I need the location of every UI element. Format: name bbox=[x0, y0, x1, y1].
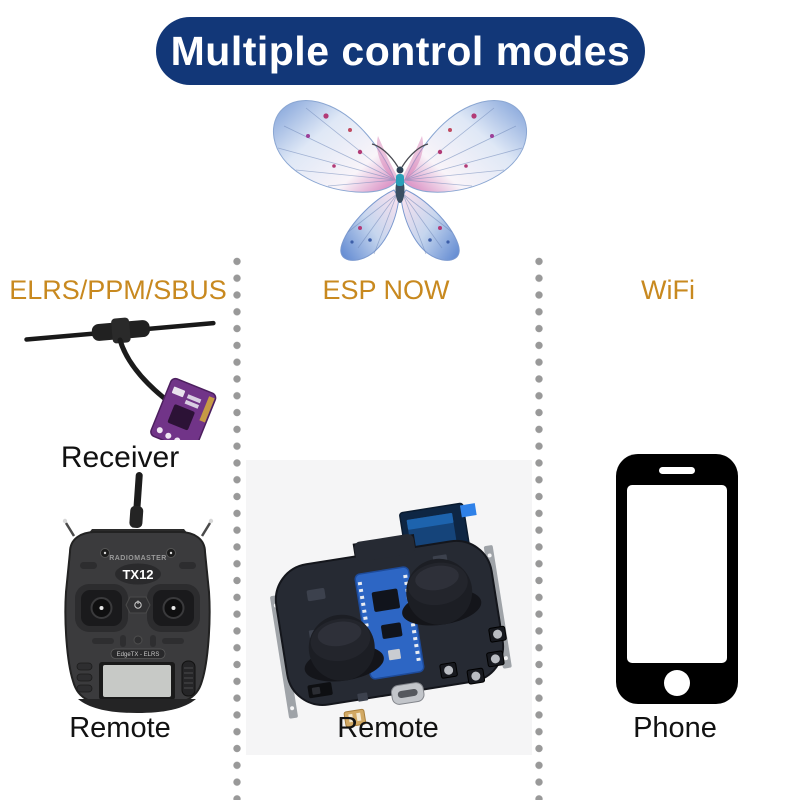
tx12-model-badge: TX12 bbox=[115, 563, 161, 585]
tx12-left-gimbal bbox=[75, 584, 128, 632]
tx12-shoulder-switches bbox=[62, 518, 214, 537]
board-jst-connector bbox=[343, 708, 367, 728]
dotted-divider-right bbox=[535, 253, 543, 800]
board-tact-buttons bbox=[439, 625, 507, 685]
mode-label-esp-now: ESP NOW bbox=[322, 275, 450, 305]
phone-home-button bbox=[664, 670, 690, 696]
page-title: Multiple control modes bbox=[170, 27, 631, 74]
caption-receiver: Receiver bbox=[60, 441, 180, 474]
tx12-side-buttons bbox=[76, 662, 93, 693]
caption-remote-tx12: Remote bbox=[69, 712, 171, 744]
tx12-firmware-badge: EdgeTX - ELRS bbox=[110, 648, 166, 659]
mode-label-wifi: WiFi bbox=[641, 275, 695, 305]
butterfly-wing-dots bbox=[306, 113, 494, 244]
tx12-screen bbox=[99, 662, 175, 700]
mode-label-elrs-ppm-sbus: ELRS/PPM/SBUS bbox=[9, 275, 227, 305]
butterfly-body bbox=[371, 143, 429, 203]
elrs-receiver-image bbox=[24, 317, 217, 440]
phone-speaker bbox=[659, 467, 695, 474]
phone-screen bbox=[627, 485, 727, 663]
dotted-divider-left bbox=[233, 253, 241, 800]
tx12-right-gimbal bbox=[147, 584, 200, 632]
tx12-firmware-text: EdgeTX - ELRS bbox=[117, 652, 160, 658]
phone-icon bbox=[616, 454, 738, 704]
board-usb-c-port bbox=[390, 682, 425, 705]
diy-remote-board-image bbox=[246, 460, 532, 755]
tx12-antenna bbox=[129, 472, 144, 529]
butterfly-wings bbox=[272, 100, 528, 261]
board-right-joystick bbox=[402, 558, 482, 626]
tx12-power-button bbox=[125, 596, 151, 614]
tx12-brand-text: RADIOMASTER bbox=[109, 555, 167, 562]
receiver-pcb bbox=[150, 377, 217, 440]
tx12-model-text: TX12 bbox=[122, 567, 153, 582]
tx12-scroll-wheel bbox=[181, 660, 196, 697]
tx12-base bbox=[78, 699, 196, 713]
caption-phone: Phone bbox=[633, 712, 717, 744]
receiver-t-antenna bbox=[24, 317, 216, 344]
tx12-remote-image: RADIOMASTER TX12 bbox=[62, 472, 214, 713]
receiver-antenna-wire bbox=[117, 337, 167, 401]
board-slide-switch bbox=[307, 682, 333, 699]
butterfly-image bbox=[272, 100, 528, 261]
tx12-trims bbox=[92, 635, 184, 647]
board-left-joystick bbox=[304, 614, 384, 682]
tx12-top-knobs bbox=[80, 548, 196, 569]
caption-remote-board: Remote bbox=[337, 712, 439, 744]
title-banner: Multiple control modes bbox=[156, 17, 645, 85]
